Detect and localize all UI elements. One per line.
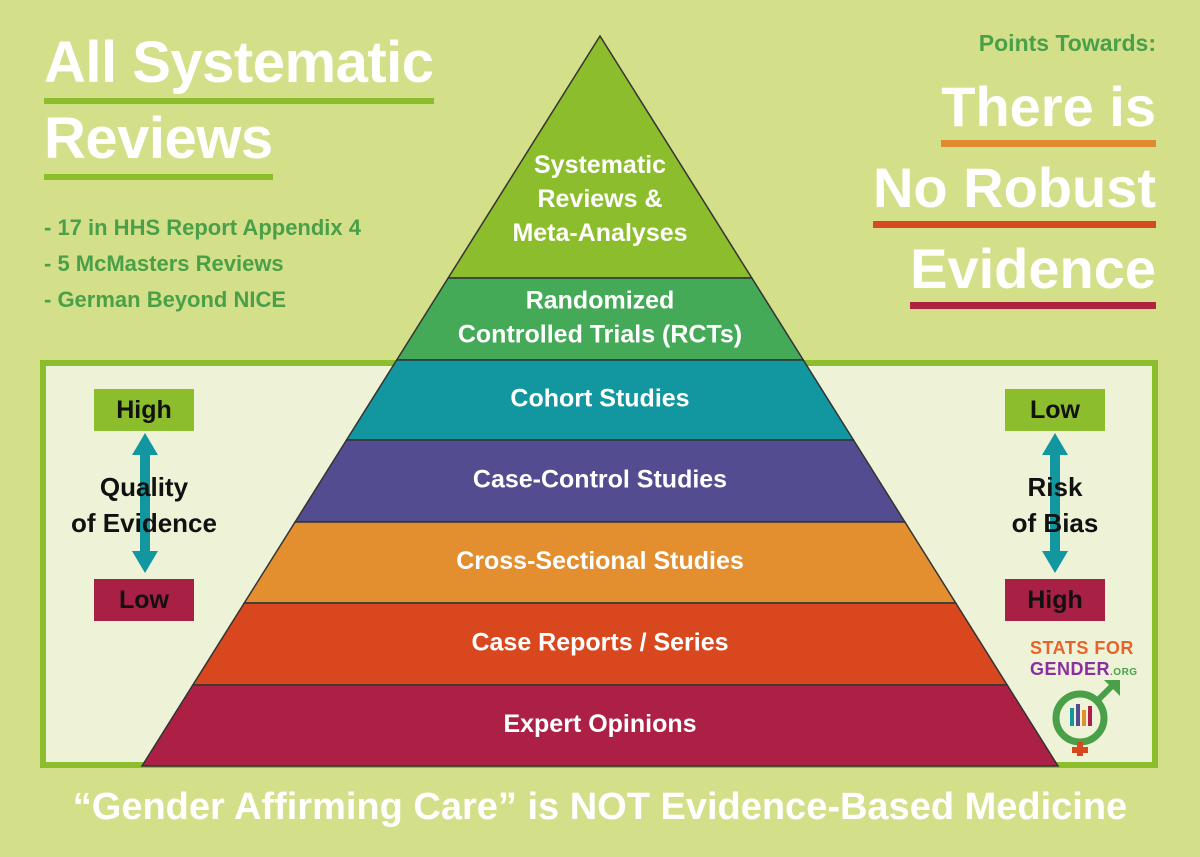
review-list-item: - 5 McMasters Reviews	[44, 251, 284, 276]
pyramid-tier-label: Expert Opinions	[503, 710, 696, 738]
footer-statement: “Gender Affirming Care” is NOT Evidence-…	[72, 786, 1128, 828]
bias-caption: Risk of Bias	[985, 469, 1125, 541]
conclusion-line-3: Evidence	[910, 236, 1156, 309]
title-line-2: Reviews	[44, 104, 273, 180]
logo-line-2: GENDER.ORG	[1030, 659, 1146, 680]
conclusion-line-1: There is	[941, 74, 1156, 147]
pyramid-tier-label: Meta-Analyses	[512, 219, 687, 247]
bias-caption-line-1: Risk	[1027, 472, 1083, 502]
pyramid-tier-label: Case Reports / Series	[471, 629, 728, 657]
bias-arrow-icon	[1042, 433, 1068, 573]
pyramid-tier-label: Reviews &	[537, 185, 662, 213]
quality-caption: Quality of Evidence	[54, 469, 234, 541]
quality-arrow-icon	[132, 433, 158, 573]
main-title: All Systematic Reviews	[44, 28, 434, 180]
quality-caption-line-2: of Evidence	[71, 508, 217, 538]
quality-high-label: High	[94, 389, 194, 431]
logo-suffix: .ORG	[1110, 667, 1138, 678]
pyramid-tier-label: Case-Control Studies	[473, 466, 727, 494]
pyramid-tier-label: Systematic	[534, 151, 666, 179]
review-list-item: - German Beyond NICE	[44, 287, 287, 312]
conclusion-line-2: No Robust	[872, 155, 1156, 228]
review-list-item: - 17 in HHS Report Appendix 4	[44, 215, 362, 240]
logo-word: GENDER	[1030, 659, 1111, 679]
title-line-1: All Systematic	[44, 28, 434, 104]
bias-low-label: Low	[1005, 389, 1105, 431]
quality-caption-line-1: Quality	[99, 472, 189, 502]
logo-line-1: STATS FOR	[1030, 638, 1134, 658]
pyramid-tier-label: Cross-Sectional Studies	[456, 547, 744, 575]
gender-symbol-icon	[1052, 680, 1120, 756]
quality-low-label: Low	[94, 579, 194, 621]
pyramid-tier-label: Cohort Studies	[510, 385, 689, 413]
bias-high-label: High	[1005, 579, 1105, 621]
pyramid-tier	[140, 684, 1060, 767]
stats-for-gender-logo: STATS FOR GENDER.ORG	[1030, 638, 1146, 762]
conclusion-title: There is No Robust Evidence	[872, 74, 1156, 309]
points-towards-label: Points Towards:	[978, 30, 1156, 56]
pyramid-tier-label: Controlled Trials (RCTs)	[458, 321, 742, 349]
pyramid-tier-label: Randomized	[526, 287, 675, 315]
review-list: - 17 in HHS Report Appendix 4 - 5 McMast…	[44, 210, 361, 318]
bias-caption-line-2: of Bias	[1011, 508, 1099, 538]
